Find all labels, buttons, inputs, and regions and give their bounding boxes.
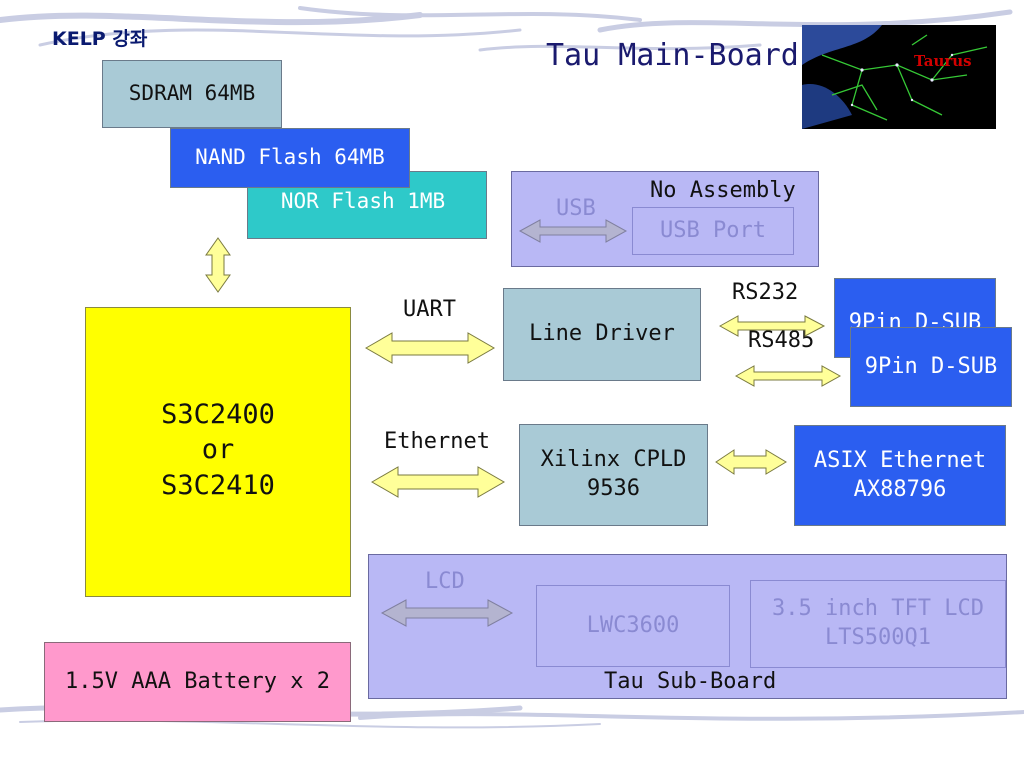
cpld-line1: Xilinx CPLD xyxy=(540,447,687,473)
nand-flash-box: NAND Flash 64MB xyxy=(170,128,410,188)
nand-flash-label: NAND Flash 64MB xyxy=(195,145,385,170)
nor-flash-label: NOR Flash 1MB xyxy=(280,189,446,214)
battery-box: 1.5V AAA Battery x 2 xyxy=(44,642,351,722)
line-driver-label: Line Driver xyxy=(529,321,675,347)
no-assembly-note: No Assembly xyxy=(650,178,796,203)
lcd-arrow xyxy=(380,599,514,627)
constellation-graphic xyxy=(802,25,988,129)
tft-box: 3.5 inch TFT LCD LTS500Q1 xyxy=(750,580,1006,668)
sdram-box: SDRAM 64MB xyxy=(102,60,282,128)
page-title: Tau Main-Board xyxy=(546,38,799,73)
taurus-constellation-image: Taurus xyxy=(802,25,996,129)
cpu-line1: S3C2400 xyxy=(161,399,275,431)
constellation-label: Taurus xyxy=(914,52,972,70)
lcd-label: LCD xyxy=(425,569,465,594)
usb-arrow xyxy=(518,219,628,243)
sdram-label: SDRAM 64MB xyxy=(128,81,256,106)
uart-label: UART xyxy=(403,297,456,322)
ethernet-arrow xyxy=(370,466,506,498)
rs485-arrow xyxy=(734,365,842,387)
ethernet-label: Ethernet xyxy=(384,429,490,454)
rs232-label: RS232 xyxy=(732,280,799,305)
cpu-line2: or xyxy=(201,434,235,466)
dsub-front-label: 9Pin D-SUB xyxy=(864,353,998,379)
usb-port-label: USB Port xyxy=(660,217,766,243)
cpu-box: S3C2400 or S3C2410 xyxy=(85,307,351,597)
dsub-front-box: 9Pin D-SUB xyxy=(850,327,1012,407)
cpu-line3: S3C2410 xyxy=(161,469,275,501)
asix-line2: AX88796 xyxy=(853,476,947,502)
cpld-box: Xilinx CPLD 9536 xyxy=(519,424,708,526)
asix-box: ASIX Ethernet AX88796 xyxy=(794,425,1006,526)
rs232-arrow xyxy=(718,315,826,337)
tft-line1: 3.5 inch TFT LCD xyxy=(772,596,984,622)
asix-line1: ASIX Ethernet xyxy=(813,447,987,473)
brand-label: KELP 강좌 xyxy=(52,28,148,50)
line-driver-box: Line Driver xyxy=(503,288,701,381)
memory-cpu-arrow xyxy=(205,237,231,293)
usb-bus-label: USB xyxy=(556,196,596,221)
rs485-label: RS485 xyxy=(748,328,815,353)
uart-arrow xyxy=(364,332,496,364)
lwc-label: LWC3600 xyxy=(586,612,680,638)
lwc-box: LWC3600 xyxy=(536,585,730,667)
tft-line2: LTS500Q1 xyxy=(825,625,931,650)
cpld-asix-arrow xyxy=(715,449,787,475)
battery-label: 1.5V AAA Battery x 2 xyxy=(65,668,330,694)
sub-board-caption: Tau Sub-Board xyxy=(604,669,777,694)
usb-port-box: USB Port xyxy=(632,207,794,255)
cpld-line2: 9536 xyxy=(587,476,640,501)
